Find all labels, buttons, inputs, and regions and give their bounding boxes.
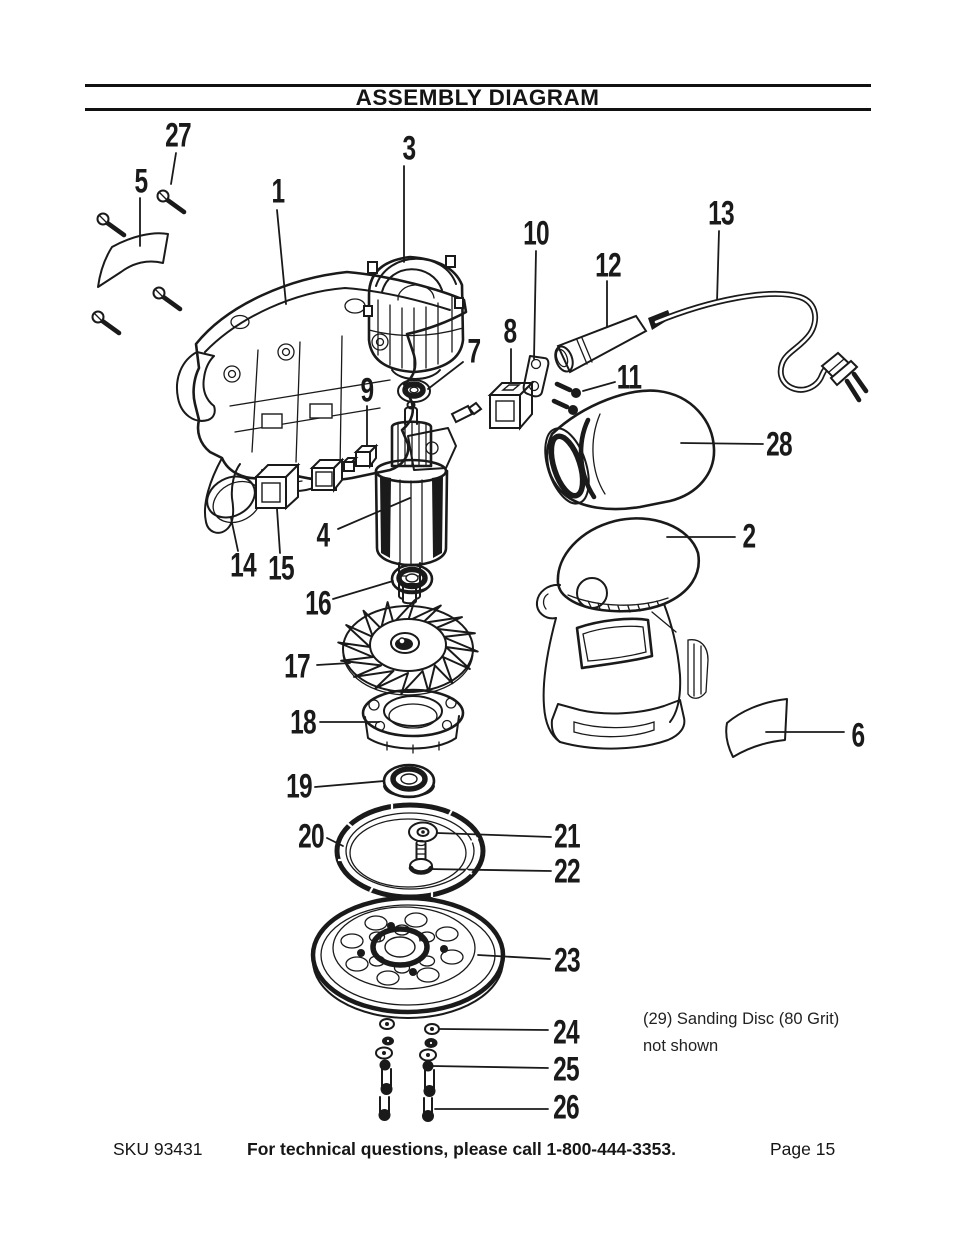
part-label-9: 9: [360, 371, 375, 410]
part-label-10: 10: [523, 214, 550, 253]
part-label-26: 26: [553, 1088, 580, 1127]
part-label-21: 21: [554, 817, 581, 856]
note-line-1: (29) Sanding Disc (80 Grit): [643, 1010, 840, 1028]
part-27-screws-drawing: [91, 189, 187, 336]
part-label-4: 4: [316, 516, 331, 555]
part-label-5: 5: [134, 162, 149, 201]
part-16-bearing-drawing: [390, 563, 434, 595]
part-28-boot-drawing: [544, 389, 716, 511]
part-21-washer-drawing: [408, 821, 438, 843]
part-19-bearing-drawing: [382, 763, 436, 799]
part-8-brush-holder-drawing: [450, 380, 535, 431]
page-title: ASSEMBLY DIAGRAM: [356, 85, 600, 110]
part-label-15: 15: [268, 549, 295, 588]
part-label-22: 22: [554, 852, 581, 891]
note-line-2: not shown: [643, 1037, 719, 1056]
part-9-brush-parts-drawing: [309, 443, 379, 493]
part-7-bearing-drawing: [397, 379, 431, 403]
part-label-18: 18: [290, 703, 317, 742]
part-label-14: 14: [230, 546, 257, 585]
part-11-pins-drawing: [551, 381, 581, 415]
part-24-25-26-hardware-drawing: [375, 1018, 440, 1122]
part-4-armature-drawing: [374, 400, 449, 605]
part-label-28: 28: [766, 425, 793, 464]
part-label-2: 2: [742, 517, 757, 556]
part-12-tube-drawing: [554, 310, 671, 374]
part-label-12: 12: [595, 246, 622, 285]
part-label-7: 7: [467, 332, 482, 371]
title-rule-box: ASSEMBLY DIAGRAM: [85, 84, 871, 111]
part-label-19: 19: [286, 767, 313, 806]
part-label-23: 23: [554, 941, 581, 980]
part-18-balancer-drawing: [361, 688, 465, 754]
part-15-switch-drawing: [253, 462, 301, 511]
part-label-27: 27: [165, 116, 192, 155]
part-label-11: 11: [616, 358, 642, 397]
part-label-25: 25: [553, 1050, 580, 1089]
part-10-clip-drawing: [522, 355, 550, 398]
support-text: For technical questions, please call 1-8…: [247, 1139, 676, 1159]
page-number: Page 15: [770, 1139, 836, 1159]
leader-lines: [139, 152, 845, 1110]
part-label-8: 8: [503, 312, 518, 351]
part-22-screw-drawing: [408, 839, 434, 875]
part-23-pad-drawing: [310, 895, 506, 1019]
part-label-6: 6: [851, 716, 866, 755]
part-label-1: 1: [271, 172, 286, 211]
part-label-13: 13: [708, 194, 735, 233]
part-label-3: 3: [402, 129, 417, 168]
part-label-20: 20: [298, 817, 325, 856]
sku-text: SKU 93431: [113, 1139, 203, 1159]
part-2-housing-drawing: [535, 517, 709, 750]
sanding-disc-note: (29) Sanding Disc (80 Grit) not shown: [643, 1006, 883, 1060]
part-3-field-drawing: [363, 255, 465, 380]
part-5-pad-drawing: [97, 232, 169, 288]
part-label-16: 16: [305, 584, 332, 623]
part-label-24: 24: [553, 1013, 580, 1052]
part-label-17: 17: [284, 647, 311, 686]
part-17-fan-drawing: [337, 599, 479, 696]
part-13-cord-drawing: [653, 290, 869, 403]
part-20-ring-drawing: [334, 802, 486, 900]
part-6-pad-drawing: [725, 698, 788, 758]
